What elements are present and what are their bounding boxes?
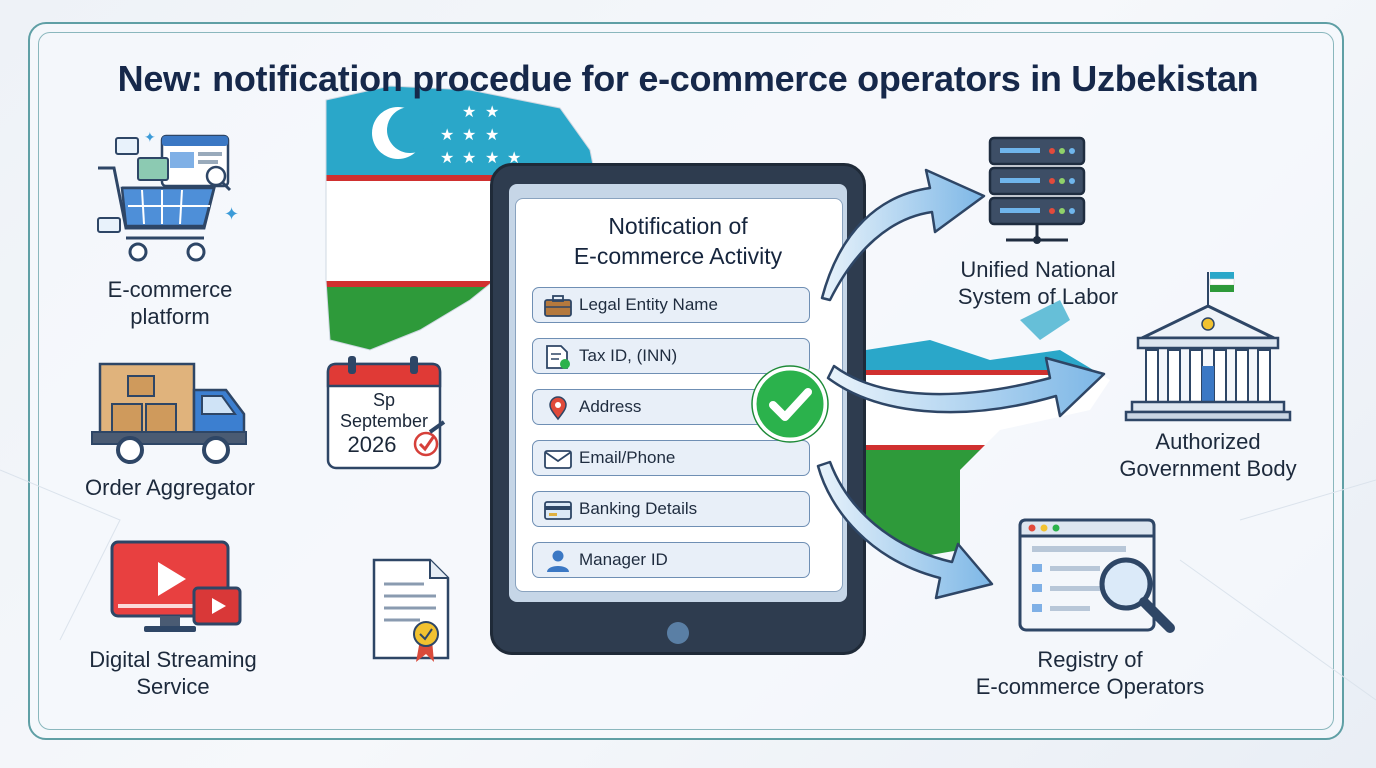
briefcase-icon (544, 295, 572, 317)
svg-text:★: ★ (485, 148, 499, 167)
shopping-cart-icon: ✦ ✦ (97, 130, 239, 262)
svg-text:★: ★ (440, 125, 454, 144)
check-mark-icon (751, 365, 829, 443)
certificate-document-icon (372, 558, 450, 662)
registry-search-icon (1018, 518, 1175, 633)
svg-text:★: ★ (485, 102, 499, 121)
server-stack-icon (988, 136, 1086, 244)
location-pin-icon (549, 396, 567, 421)
arrow-to-labor-system (820, 168, 986, 302)
credit-card-icon (544, 501, 572, 520)
svg-text:✦: ✦ (224, 204, 239, 225)
calendar-line-3: 2026 (347, 432, 397, 457)
svg-text:★: ★ (462, 148, 476, 167)
svg-text:★: ★ (462, 102, 476, 121)
field-banking-details[interactable]: Banking Details (532, 491, 810, 527)
government-building-icon (1124, 272, 1292, 422)
order-aggregator-label: Order Aggregator (85, 475, 255, 500)
document-check-icon (546, 345, 570, 369)
svg-text:★: ★ (462, 125, 476, 144)
field-legal-entity-name[interactable]: Legal Entity Name (532, 287, 810, 323)
envelope-icon (544, 450, 572, 469)
arrow-to-government-body (826, 356, 1106, 418)
delivery-truck-icon (91, 362, 247, 464)
calendar-line-2: September (339, 411, 429, 431)
streaming-monitor-icon (110, 540, 242, 632)
svg-text:✦: ✦ (144, 130, 156, 146)
calendar-line-1: Sp (372, 390, 396, 410)
svg-text:★: ★ (485, 125, 499, 144)
tablet-home-button[interactable] (667, 622, 689, 644)
calendar-icon (326, 356, 446, 470)
svg-text:★: ★ (440, 148, 454, 167)
field-manager-id[interactable]: Manager ID (532, 542, 810, 578)
svg-text:★: ★ (507, 148, 521, 167)
field-email-phone[interactable]: Email/Phone (532, 440, 810, 476)
user-icon (547, 550, 569, 572)
field-tax-id[interactable]: Tax ID, (INN) (532, 338, 810, 374)
page-title: New: notification procedue for e-commerc… (117, 58, 1259, 99)
arrow-to-registry (816, 460, 994, 600)
